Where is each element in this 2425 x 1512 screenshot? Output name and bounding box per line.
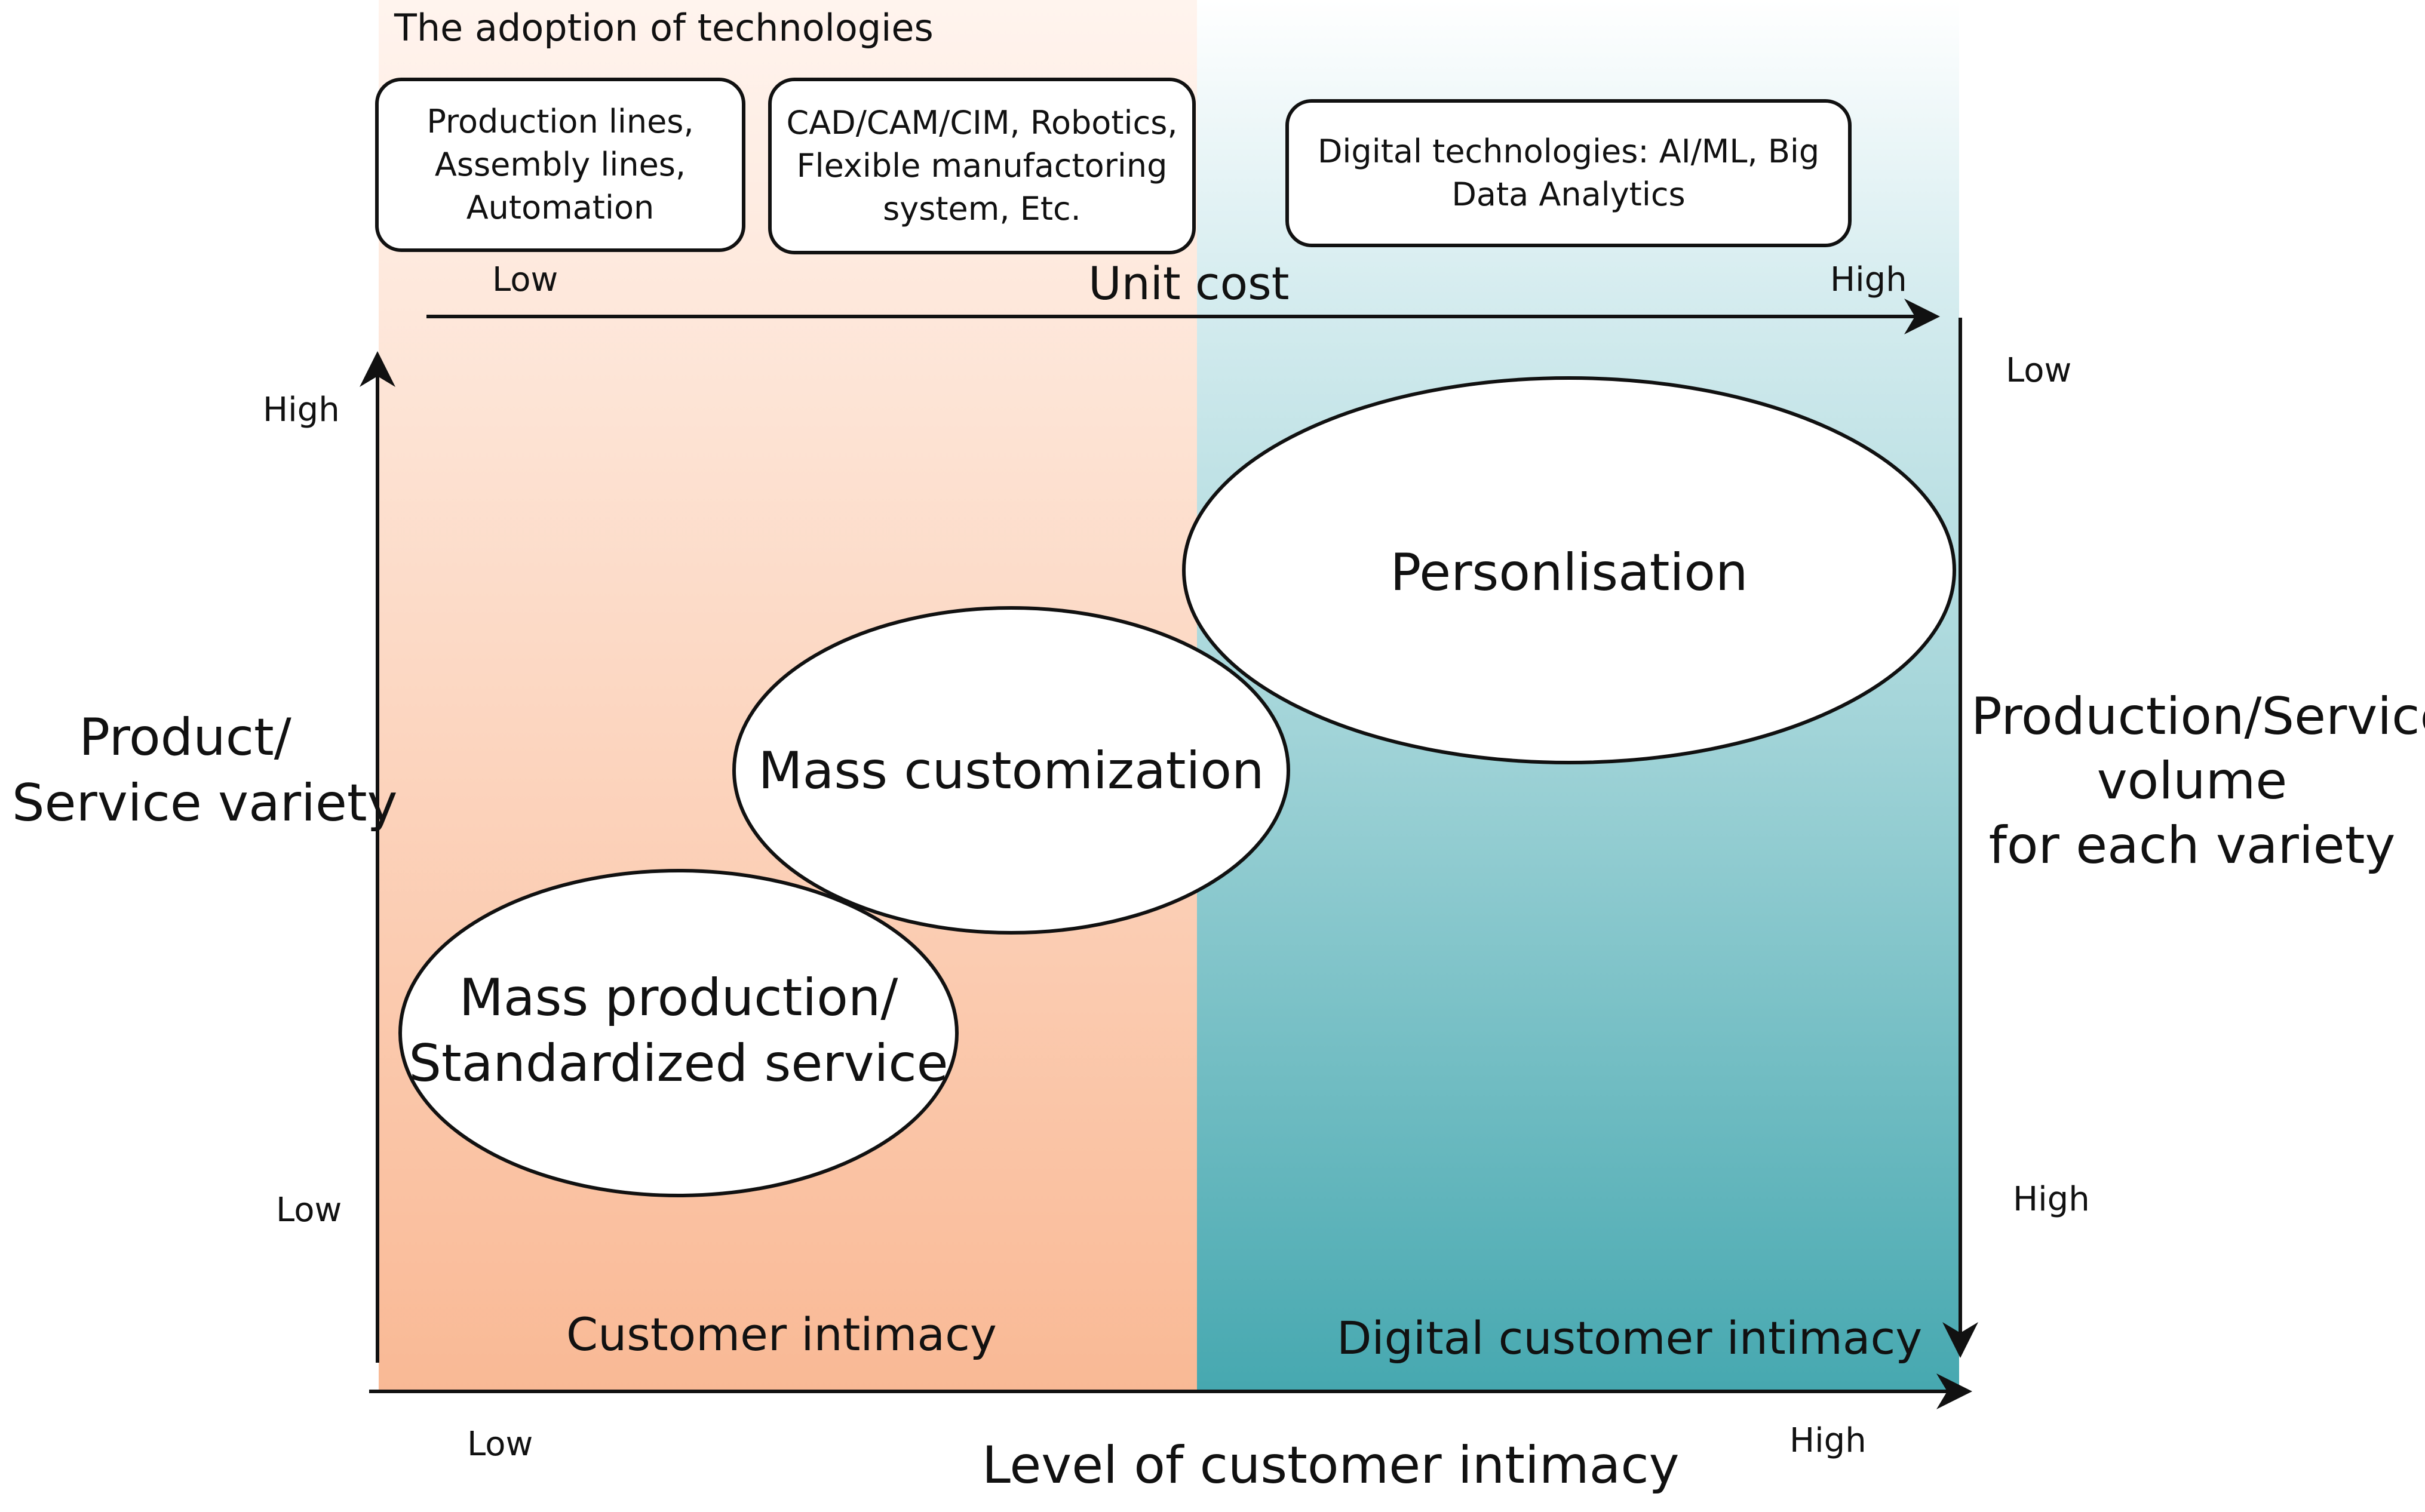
volume-axis-label-line3: for each variety xyxy=(1988,816,2396,875)
intimacy-low: Low xyxy=(467,1425,533,1464)
tech-box-automation: Production lines, Assembly lines, Automa… xyxy=(375,78,745,252)
volume-axis-label-line2: volume xyxy=(2096,751,2288,811)
mass-production-ellipse xyxy=(398,869,959,1197)
variety-high: High xyxy=(263,391,340,429)
variety-low: Low xyxy=(276,1191,342,1230)
tech-box-digital: Digital technologies: AI/ML, Big Data An… xyxy=(1285,99,1852,247)
mass-customization-ellipse xyxy=(732,606,1290,935)
technologies-title: The adoption of technologies xyxy=(394,6,934,50)
digital-customer-intimacy-label: Digital customer intimacy xyxy=(1337,1311,1923,1365)
customer-intimacy-label: Customer intimacy xyxy=(566,1308,997,1361)
intimacy-axis-label: Level of customer intimacy xyxy=(982,1436,1680,1495)
volume-low: Low xyxy=(2006,351,2072,390)
volume-axis-label-line1: Production/Service xyxy=(1971,687,2425,746)
volume-high: High xyxy=(2013,1180,2090,1219)
mass-production-label: Mass production/ Standardized service xyxy=(404,965,953,1096)
variety-axis-label-line1: Product/ xyxy=(79,708,291,767)
tech-box-automation-text: Production lines, Assembly lines, Automa… xyxy=(426,103,694,226)
mass-production-label-line1: Mass production/ xyxy=(459,968,898,1028)
personalisation-ellipse xyxy=(1182,376,1956,764)
mass-production-label-line2: Standardized service xyxy=(409,1034,948,1093)
mass-customization-label: Mass customization xyxy=(758,741,1264,801)
variety-axis-label: Product/ Service variety xyxy=(12,705,398,836)
personalisation-label: Personlisation xyxy=(1390,543,1748,603)
tech-box-robotics-text: CAD/CAM/CIM, Robotics, Flexible manufact… xyxy=(786,104,1178,228)
tech-box-digital-text: Digital technologies: AI/ML, Big Data An… xyxy=(1317,133,1820,213)
unit-cost-low: Low xyxy=(492,260,558,299)
unit-cost-label: Unit cost xyxy=(1088,257,1290,310)
volume-axis-label: Production/Service volume for each varie… xyxy=(1971,684,2425,878)
unit-cost-high: High xyxy=(1830,260,1907,299)
intimacy-high: High xyxy=(1789,1421,1867,1460)
tech-box-robotics: CAD/CAM/CIM, Robotics, Flexible manufact… xyxy=(768,78,1196,254)
variety-axis-label-line2: Service variety xyxy=(12,773,398,833)
